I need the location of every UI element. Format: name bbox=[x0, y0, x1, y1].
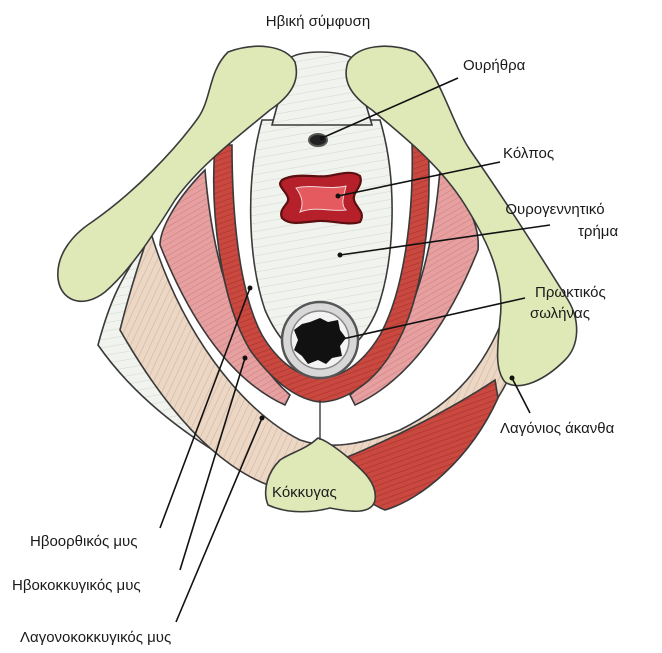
leader-urogenital-dot bbox=[338, 253, 343, 258]
leader-vagina-dot bbox=[336, 194, 341, 199]
leader-puborectalis-dot bbox=[248, 286, 253, 291]
label-anal-canal-1: Πρωκτικός bbox=[535, 284, 606, 301]
leader-ischial-dot bbox=[510, 376, 515, 381]
label-urogenital-hiatus-1: Ουρογεννητικό bbox=[505, 201, 604, 218]
leader-iliococcygeus-dot bbox=[260, 416, 265, 421]
label-pubococcygeus: Ηβοκοκκυγικός μυς bbox=[12, 577, 141, 594]
leader-pubococcygeus-dot bbox=[243, 356, 248, 361]
leader-anal-dot bbox=[336, 338, 341, 343]
label-urethra: Ουρήθρα bbox=[463, 57, 526, 74]
urethra-opening bbox=[309, 134, 327, 146]
label-vagina: Κόλπος bbox=[503, 145, 554, 162]
label-anal-canal-2: σωλήνας bbox=[530, 305, 590, 322]
label-ischial-spine: Λαγόνιος άκανθα bbox=[500, 420, 615, 437]
vagina-inner bbox=[296, 186, 346, 212]
label-urogenital-hiatus-2: τρήμα bbox=[578, 223, 618, 240]
label-puborectalis: Ηβοορθικός μυς bbox=[30, 533, 137, 550]
label-coccyx: Κόκκυγας bbox=[272, 484, 337, 501]
leader-urethra-dot bbox=[320, 136, 325, 141]
label-pubic-symphysis: Ηβική σύμφυση bbox=[266, 13, 370, 30]
label-iliococcygeus: Λαγονοκοκκυγικός μυς bbox=[20, 629, 171, 646]
